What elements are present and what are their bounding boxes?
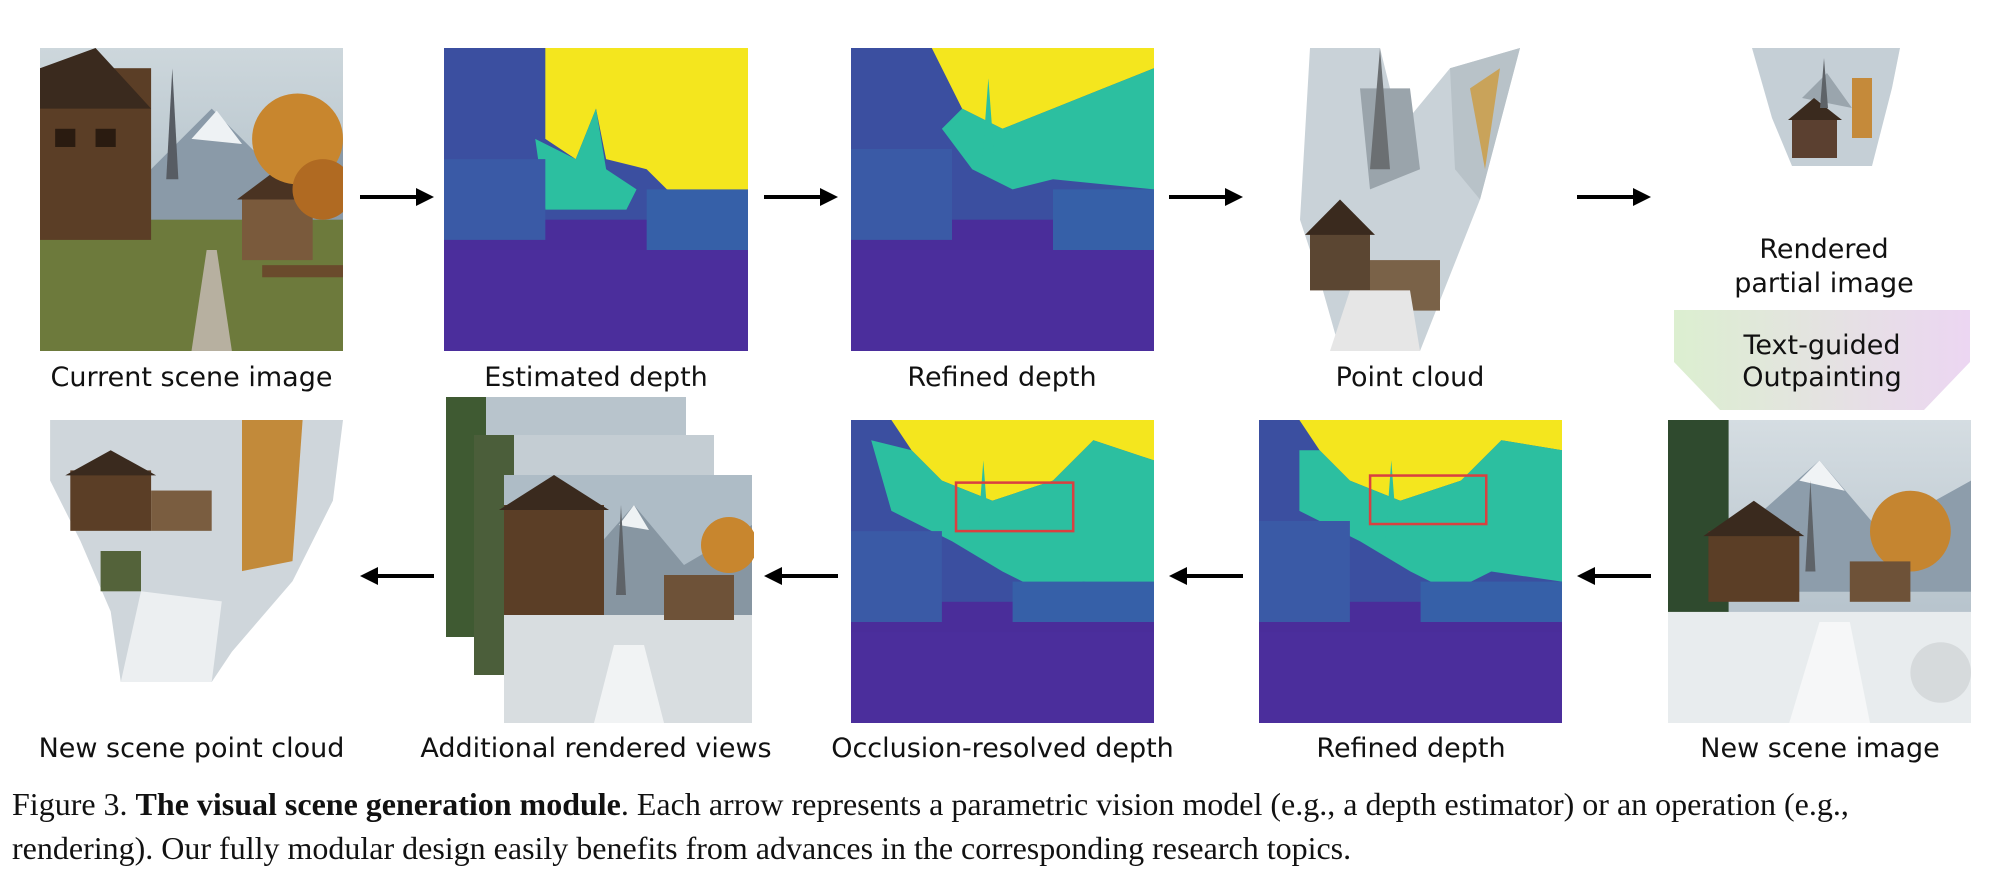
estimated-depth-map bbox=[444, 48, 748, 351]
rendered-partial-label-2: partial image bbox=[1734, 268, 1914, 299]
caption-prefix: Figure 3. bbox=[12, 786, 128, 822]
additional-views-label: Additional rendered views bbox=[420, 733, 772, 764]
left-arrow-icon bbox=[360, 567, 434, 585]
right-arrow-icon bbox=[764, 188, 838, 206]
occlusion-depth-label: Occlusion-resolved depth bbox=[831, 733, 1174, 764]
new-scene-label: New scene image bbox=[1700, 733, 1940, 764]
rendered-partial-label-1: Rendered bbox=[1759, 234, 1889, 265]
caption-bold: The visual scene generation module bbox=[135, 786, 621, 822]
refined-depth-bottom-label: Refined depth bbox=[1316, 733, 1506, 764]
left-arrow-icon bbox=[1169, 567, 1243, 585]
new-scene-image bbox=[1668, 420, 1971, 723]
current-scene-label: Current scene image bbox=[50, 362, 333, 393]
left-arrow-icon bbox=[1577, 567, 1651, 585]
figure-caption: Figure 3. The visual scene generation mo… bbox=[12, 782, 1997, 870]
point-cloud-label: Point cloud bbox=[1335, 362, 1485, 393]
highlight-box bbox=[1368, 474, 1488, 526]
outpainting-block: Text-guided Outpainting bbox=[1674, 310, 1970, 410]
current-scene-image bbox=[40, 48, 343, 351]
right-arrow-icon bbox=[1169, 188, 1243, 206]
refined-depth-top-label: Refined depth bbox=[907, 362, 1097, 393]
highlight-box bbox=[954, 481, 1075, 533]
point-cloud-render bbox=[1270, 48, 1550, 351]
additional-rendered-views bbox=[444, 395, 754, 725]
new-scene-point-cloud bbox=[40, 420, 343, 682]
outpainting-label-2: Outpainting bbox=[1742, 362, 1902, 393]
refined-depth-map-top bbox=[851, 48, 1154, 351]
rendered-partial-image bbox=[1752, 48, 1900, 166]
caption-body: . Each arrow represents a parametric vis… bbox=[12, 786, 1849, 866]
left-arrow-icon bbox=[764, 567, 838, 585]
right-arrow-icon bbox=[1577, 188, 1651, 206]
rendered-view-front bbox=[499, 475, 754, 723]
refined-depth-map-bottom bbox=[1259, 420, 1562, 723]
new-point-cloud-label: New scene point cloud bbox=[38, 733, 345, 764]
estimated-depth-label: Estimated depth bbox=[484, 362, 708, 393]
outpainting-label-1: Text-guided bbox=[1743, 330, 1901, 361]
right-arrow-icon bbox=[360, 188, 434, 206]
occlusion-resolved-depth-map bbox=[851, 420, 1154, 723]
